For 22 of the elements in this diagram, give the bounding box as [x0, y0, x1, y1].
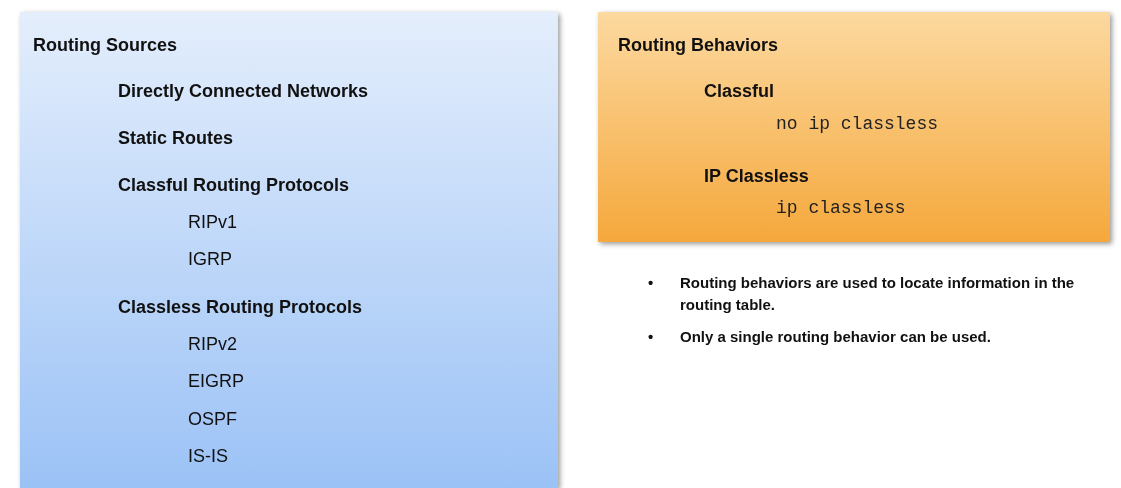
note-text: Only a single routing behavior can be used.	[680, 327, 992, 347]
command-text: no ip classless	[776, 113, 939, 135]
subheading: Classless Routing Protocols	[118, 296, 363, 318]
subheading: Directly Connected Networks	[118, 80, 369, 102]
bullet-mark: •	[648, 273, 654, 293]
list-item: EIGRP	[188, 370, 244, 392]
list-item: RIPv1	[188, 211, 238, 233]
panel-heading: Routing Sources	[33, 34, 177, 56]
subheading: IP Classless	[704, 165, 809, 187]
panel-heading: Routing Behaviors	[618, 34, 778, 56]
subheading: Classful Routing Protocols	[118, 174, 349, 196]
bullet-mark: •	[648, 327, 654, 347]
subheading: Static Routes	[118, 127, 234, 149]
note-text: Routing behaviors are used to locate information in the routing table.	[680, 273, 1076, 315]
subheading: Classful	[704, 80, 775, 102]
list-item: IGRP	[188, 248, 232, 270]
list-item: IS-IS	[188, 445, 228, 467]
list-item: RIPv2	[188, 333, 238, 355]
list-item: OSPF	[188, 408, 237, 430]
info-panel	[20, 12, 558, 488]
info-panel	[598, 12, 1110, 242]
command-text: ip classless	[776, 197, 906, 219]
